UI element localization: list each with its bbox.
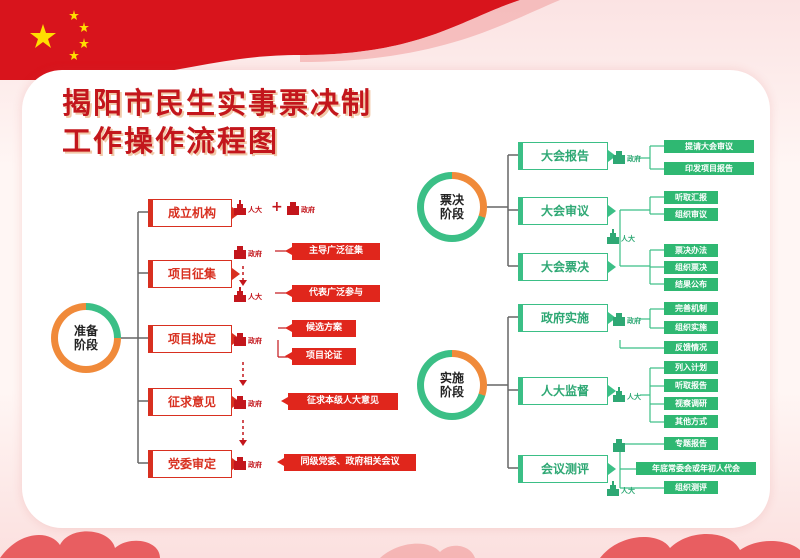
tag-organize-vote: 组织票决 — [664, 261, 718, 274]
stage-prepare: 准备 阶段 — [51, 303, 121, 373]
zhengfu-building-icon — [612, 436, 627, 452]
step-draft: 项目拟定 — [148, 325, 240, 353]
stage-implement: 实施 阶段 — [417, 350, 487, 420]
stage-vote-label: 票决 阶段 — [424, 179, 480, 235]
tag-include-plan: 列入计划 — [664, 361, 718, 374]
tag-annual-meeting: 年底常委会或年初人代会 — [636, 462, 756, 475]
zhengfu-building-icon: 政府 — [286, 199, 315, 215]
zhengfu-label: 政府 — [248, 400, 262, 408]
page-title-line2: 工作操作流程图 — [62, 124, 280, 158]
tag-hear-report: 听取报告 — [664, 379, 718, 392]
renda-building-icon: 人大 — [606, 228, 635, 244]
tag-special-report: 专题报告 — [664, 437, 718, 450]
zhengfu-label: 政府 — [301, 206, 315, 214]
tag-project-demonstration: 项目论证 — [285, 348, 356, 365]
step-congress-vote: 大会票决 — [518, 253, 616, 281]
tag-hear-report: 听取汇报 — [664, 191, 718, 204]
step-meeting-evaluate: 会议测评 — [518, 455, 616, 483]
zhengfu-building-icon: 政府 — [612, 310, 641, 326]
zhengfu-label: 政府 — [248, 250, 262, 258]
zhengfu-building-icon: 政府 — [612, 148, 641, 164]
renda-building-icon: 人大 — [233, 199, 262, 215]
step-approve: 党委审定 — [148, 450, 240, 478]
zhengfu-label: 政府 — [248, 337, 262, 345]
plus-sign: + — [271, 199, 283, 215]
tag-organize-evaluation: 组织测评 — [664, 481, 718, 494]
zhengfu-building-icon: 政府 — [233, 393, 262, 409]
renda-label: 人大 — [621, 487, 635, 495]
step-congress-review: 大会审议 — [518, 197, 616, 225]
page-title-line1: 揭阳市民生实事票决制 — [62, 86, 373, 120]
step-gov-implement: 政府实施 — [518, 304, 616, 332]
renda-building-icon: 人大 — [612, 386, 641, 402]
zhengfu-building-icon: 政府 — [233, 243, 262, 259]
zhengfu-label: 政府 — [248, 461, 262, 469]
step-opinion: 征求意见 — [148, 388, 240, 416]
tag-inspect-research: 视察调研 — [664, 397, 718, 410]
renda-building-icon: 人大 — [606, 480, 635, 496]
tag-print-report: 印发项目报告 — [664, 162, 754, 175]
stage-implement-label: 实施 阶段 — [424, 357, 480, 413]
tag-seek-opinion: 征求本级人大意见 — [281, 393, 398, 410]
zhengfu-building-icon: 政府 — [233, 330, 262, 346]
tag-feedback: 反馈情况 — [664, 341, 718, 354]
tag-organize-review: 组织审议 — [664, 208, 718, 221]
content-panel — [22, 70, 770, 528]
cloud-decoration — [0, 531, 800, 558]
tag-lead-collect: 主导广泛征集 — [285, 243, 380, 260]
step-npc-supervise: 人大监督 — [518, 377, 616, 405]
tag-candidate-plan: 候选方案 — [285, 320, 356, 337]
step-congress-report: 大会报告 — [518, 142, 616, 170]
renda-label: 人大 — [621, 235, 635, 243]
zhengfu-label: 政府 — [627, 317, 641, 325]
tag-vote-method: 票决办法 — [664, 244, 718, 257]
renda-label: 人大 — [248, 293, 262, 301]
stage-vote: 票决 阶段 — [417, 172, 487, 242]
renda-label: 人大 — [627, 393, 641, 401]
tag-deputy-participate: 代表广泛参与 — [285, 285, 380, 302]
stage-prepare-label: 准备 阶段 — [58, 310, 114, 366]
tag-improve-mechanism: 完善机制 — [664, 302, 718, 315]
tag-party-meeting: 同级党委、政府相关会议 — [277, 454, 416, 471]
renda-building-icon: 人大 — [233, 286, 262, 302]
step-establish: 成立机构 — [148, 199, 240, 227]
tag-announce-result: 结果公布 — [664, 278, 718, 291]
zhengfu-building-icon: 政府 — [233, 454, 262, 470]
tag-organize-implement: 组织实施 — [664, 321, 718, 334]
tag-submit-review: 提请大会审议 — [664, 140, 754, 153]
renda-label: 人大 — [248, 206, 262, 214]
step-collect: 项目征集 — [148, 260, 240, 288]
zhengfu-label: 政府 — [627, 155, 641, 163]
tag-other-methods: 其他方式 — [664, 415, 718, 428]
flag-banner — [0, 0, 560, 80]
